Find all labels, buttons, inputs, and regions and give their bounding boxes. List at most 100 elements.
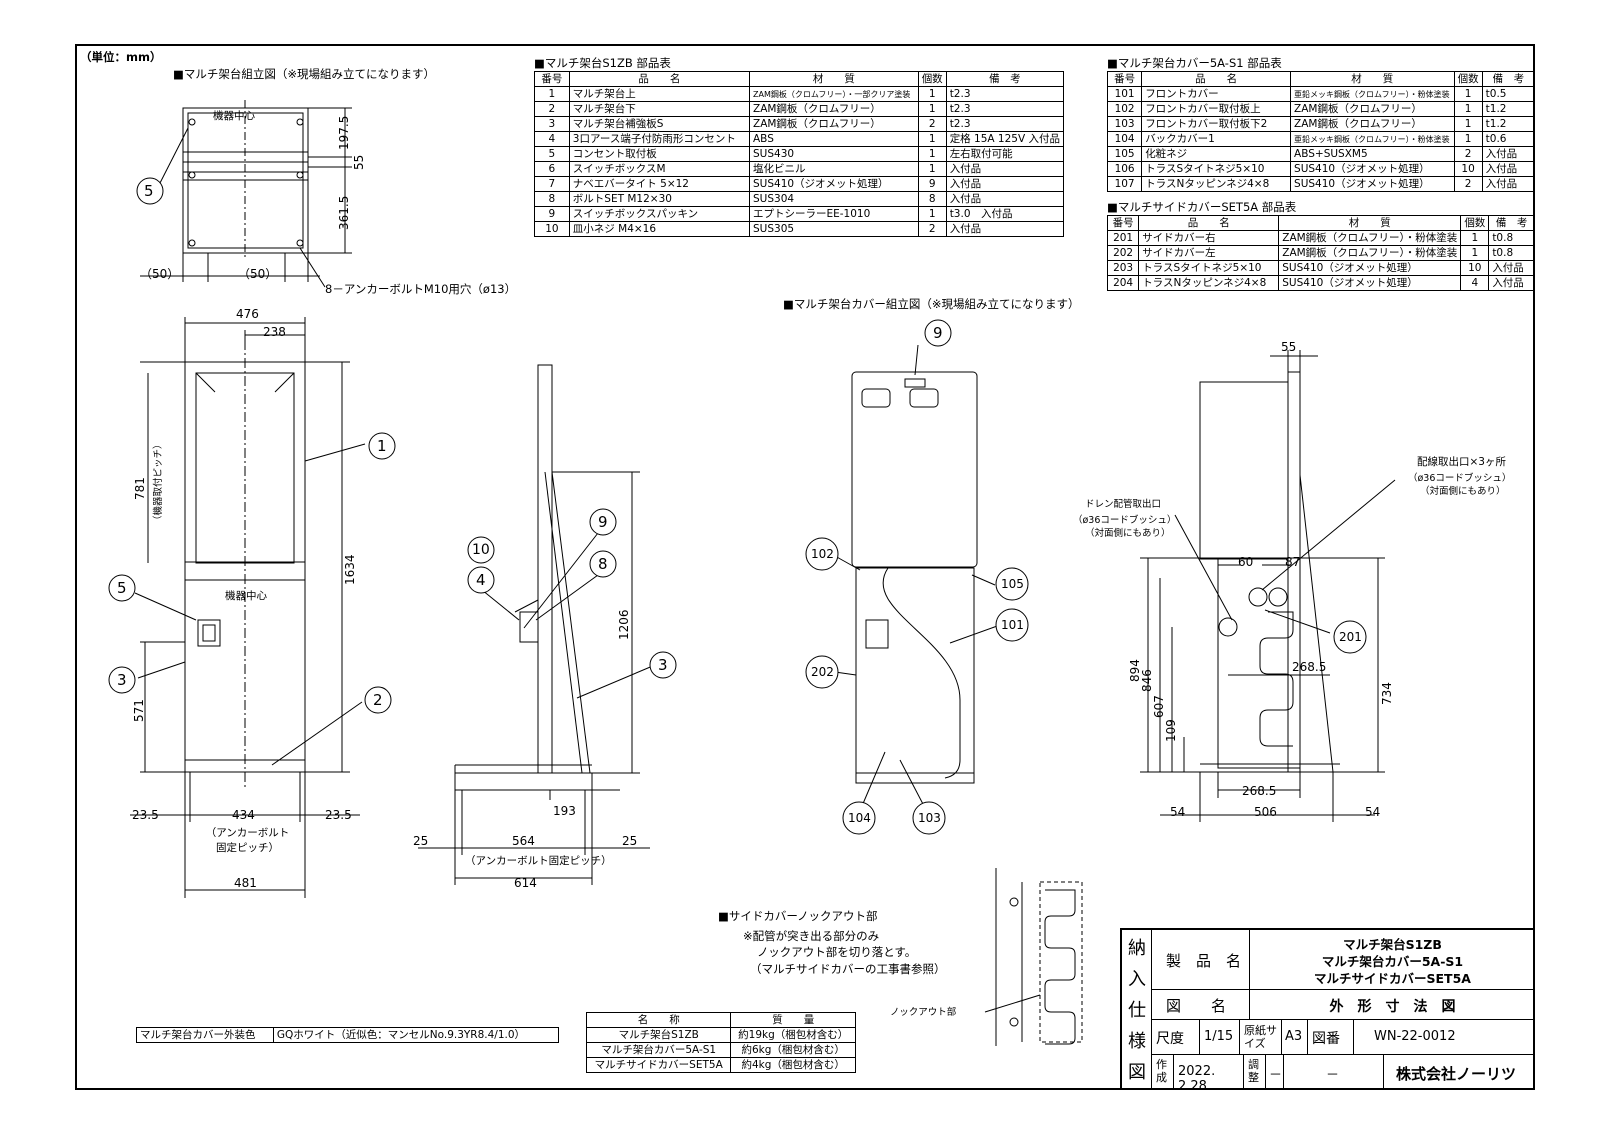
side-char-4: 様 bbox=[1128, 1031, 1146, 1052]
balloon-5 bbox=[108, 574, 136, 602]
th-qty: 個数 bbox=[917, 71, 947, 87]
cell-material: ZAM鋼板（クロムフリー）・一部クリア塗装 bbox=[749, 86, 919, 102]
dim-side-614: 614 bbox=[514, 876, 537, 890]
side-char-1: 納 bbox=[1128, 938, 1146, 959]
cell-name: 化粧ネジ bbox=[1141, 146, 1292, 162]
cell-remarks: t2.3 bbox=[945, 116, 1065, 132]
cell-remarks: 入付品 bbox=[945, 161, 1065, 177]
cell-no: 4 bbox=[534, 131, 570, 147]
made-date: 2022. 2.28 bbox=[1174, 1055, 1244, 1094]
product-label: 製 品 名 bbox=[1152, 930, 1250, 990]
balloon-105 bbox=[995, 567, 1029, 601]
cell-no: 105 bbox=[1106, 146, 1143, 162]
cell-name: サイドカバー左 bbox=[1138, 245, 1280, 261]
cell-name: スイッチボックスM bbox=[568, 161, 751, 177]
rs-wiring-note: 配線取出口×3ヶ所 bbox=[1417, 456, 1506, 468]
cell-no: 107 bbox=[1106, 176, 1143, 192]
product-row: 製 品 名 マルチ架台S1ZB マルチ架台カバー5A-S1 マルチサイドカバーS… bbox=[1152, 930, 1535, 990]
dim-rs-60: 60 bbox=[1238, 555, 1254, 569]
cell-no: 10 bbox=[534, 221, 570, 237]
cell-no: 106 bbox=[1106, 161, 1143, 177]
balloon-8 bbox=[136, 177, 164, 205]
cell-remarks: 入付品 bbox=[945, 176, 1065, 192]
cell-no: 104 bbox=[1106, 131, 1143, 147]
dim-top-h2: 55 bbox=[352, 154, 366, 170]
table-header-row: 番号 品 名 材 質 個数 備 考 bbox=[1106, 71, 1536, 87]
balloon-label-102: 102 bbox=[811, 547, 834, 561]
cell-qty: 1 bbox=[917, 146, 947, 162]
title-block: 納 入 仕 様 図 製 品 名 マルチ架台S1ZB マルチ架台カバー5A-S1 … bbox=[1120, 928, 1535, 1094]
cell-qty: 1 bbox=[1453, 116, 1483, 132]
cell-name: マルチ架台下 bbox=[568, 101, 751, 117]
cell-remarks: 入付品 bbox=[1488, 260, 1535, 276]
cell-qty: 9 bbox=[917, 176, 947, 192]
drawing-sheet bbox=[75, 44, 1535, 1090]
cell-no: 8 bbox=[534, 191, 570, 207]
cell-no: 102 bbox=[1106, 101, 1143, 117]
cell-name: フロントカバー取付板上 bbox=[1141, 101, 1292, 117]
cell-remarks: 入付品 bbox=[1481, 176, 1536, 192]
knockout-detail bbox=[984, 868, 1083, 1046]
balloon-label-3b: 3 bbox=[658, 656, 668, 674]
balloon-2 bbox=[364, 686, 392, 714]
cell-name: マルチ架台上 bbox=[568, 86, 751, 102]
cell-no: 9 bbox=[534, 206, 570, 222]
cell-qty: 1 bbox=[917, 86, 947, 102]
cell-material: ZAM鋼板（クロムフリー） bbox=[1290, 116, 1455, 132]
mass-cell-name: マルチサイドカバーSET5A bbox=[585, 1057, 732, 1073]
balloon-4 bbox=[467, 566, 495, 594]
balloon-label-202: 202 bbox=[811, 665, 834, 679]
cell-name: マルチ架台補強板S bbox=[568, 116, 751, 132]
balloon-label-9: 9 bbox=[598, 513, 608, 531]
cell-remarks: t1.2 bbox=[1481, 101, 1536, 117]
side-char-5: 図 bbox=[1128, 1062, 1146, 1083]
dim-front-781-note: （機器取付ピッチ） bbox=[153, 439, 164, 525]
dim-front-anchor: （アンカーボルト固定ピッチ） bbox=[205, 827, 290, 854]
cell-qty: 1 bbox=[1460, 230, 1490, 246]
dim-rs-607: 607 bbox=[1152, 695, 1166, 718]
cell-material: SUS410（ジオメット処理） bbox=[749, 176, 919, 192]
mass-cell-name: マルチ架台S1ZB bbox=[585, 1027, 732, 1043]
cell-no: 204 bbox=[1106, 275, 1140, 291]
cell-material: SUS410（ジオメット処理） bbox=[1278, 275, 1462, 291]
cell-qty: 2 bbox=[1453, 176, 1483, 192]
table-header-row: 番号 品 名 材 質 個数 備 考 bbox=[534, 71, 1065, 87]
cell-name: 皿小ネジ M4×16 bbox=[568, 221, 751, 237]
th-material: 材 質 bbox=[1290, 71, 1455, 87]
balloon-label-5: 5 bbox=[117, 579, 127, 597]
cell-no: 5 bbox=[534, 146, 570, 162]
dim-side-564: 564 bbox=[512, 834, 535, 848]
th-material: 材 質 bbox=[749, 71, 919, 87]
balloon-label-103: 103 bbox=[918, 811, 941, 825]
side-view bbox=[418, 364, 656, 885]
cell-material: SUS410（ジオメット処理） bbox=[1278, 260, 1462, 276]
balloon-label-7: 9 bbox=[933, 324, 943, 342]
cell-qty: 1 bbox=[1453, 131, 1483, 147]
number-value: WN-22-0012 bbox=[1374, 1029, 1456, 1044]
cell-remarks: 入付品 bbox=[945, 221, 1065, 237]
cell-qty: 10 bbox=[1460, 260, 1490, 276]
center-label-top: 機器中心 bbox=[213, 110, 255, 122]
balloon-label-4: 4 bbox=[476, 571, 486, 589]
cell-material: ABS+SUSXM5 bbox=[1290, 146, 1455, 162]
cell-remarks: 入付品 bbox=[945, 191, 1065, 207]
dim-front-23-5-left: 23.5 bbox=[132, 808, 159, 822]
cell-material: SUS410（ジオメット処理） bbox=[1290, 176, 1455, 192]
cell-material: ZAM鋼板（クロムフリー） bbox=[1290, 101, 1455, 117]
cover-assembly-title: ■マルチ架台カバー組立図（※現場組み立てになります） bbox=[783, 297, 1080, 311]
cell-name: スイッチボックスパッキン bbox=[568, 206, 751, 222]
